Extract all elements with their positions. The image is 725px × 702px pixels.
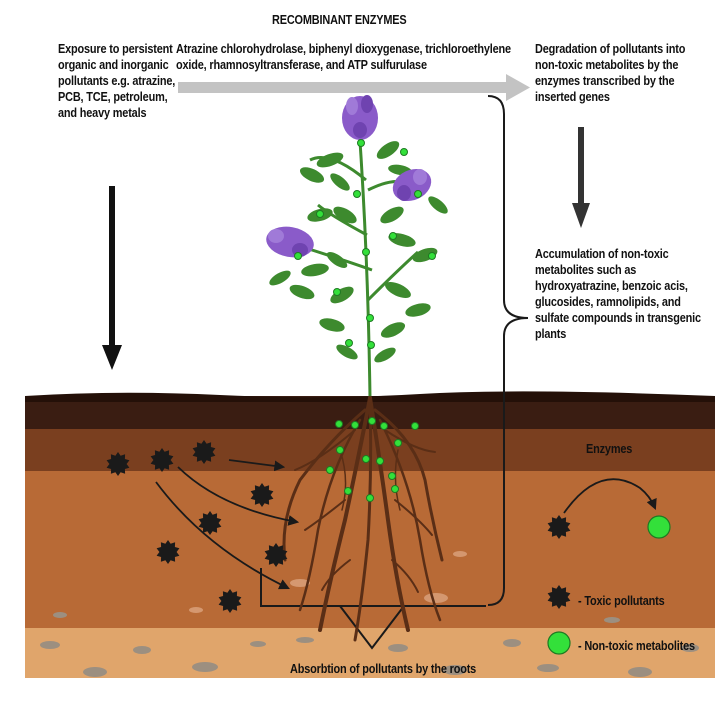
enzymes-list: Atrazine chlorohydrolase, biphenyl dioxy… [176,41,512,73]
gray-arrow [178,74,530,101]
non-toxic-metabolite [648,516,670,538]
enzymes-label: Enzymes [586,441,632,457]
degradation-text: Degradation of pollutants into non-toxic… [535,41,703,105]
absorption-text: Absorbtion of pollutants by the roots [290,661,483,677]
legend-non-toxic-icon [548,632,570,654]
title: RECOMBINANT ENZYMES [272,12,407,28]
flower-top [342,95,378,140]
degradation-arrow [572,127,590,228]
legend-non-toxic-label: - Non-toxic metabolites [578,638,695,654]
plant-flowers [264,95,437,261]
exposure-text: Exposure to persistent organic and inorg… [58,41,176,121]
exposure-arrow [102,186,122,370]
legend-toxic-label: - Toxic pollutants [578,593,665,609]
flower-left [264,223,316,261]
accumulation-text: Accumulation of non-toxic metabolites su… [535,246,711,342]
